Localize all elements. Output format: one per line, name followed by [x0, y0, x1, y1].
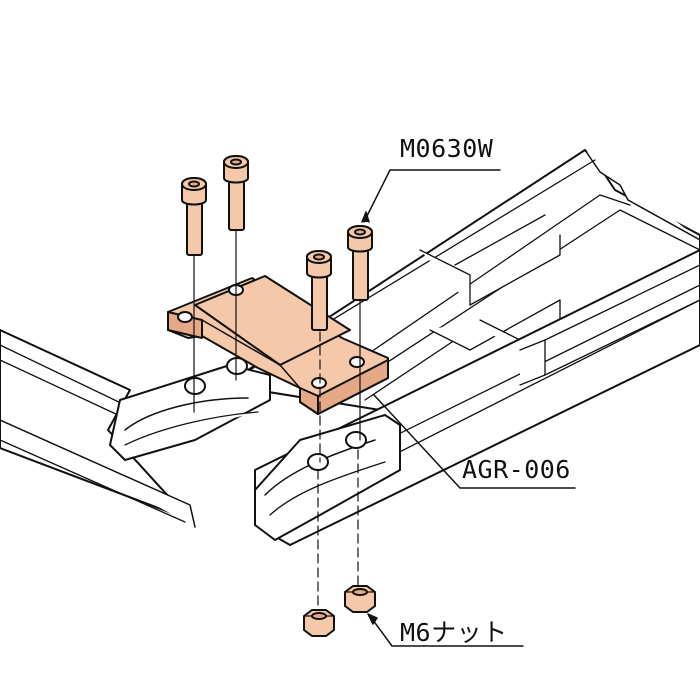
callout-bolt-label: M0630W [400, 134, 494, 163]
bracket-hole-4 [349, 356, 365, 368]
cap-screw-3 [306, 250, 332, 331]
left-rail [0, 329, 196, 528]
cap-hole-3 [307, 453, 329, 471]
leader-lines [361, 169, 576, 647]
nut-2 [344, 585, 376, 613]
bracket-agr-006 [167, 275, 389, 415]
cap-hole-1 [184, 377, 206, 395]
bracket-hole-3 [311, 377, 327, 389]
cap-hole-2 [226, 357, 248, 375]
right-cap [254, 414, 401, 541]
cap-screw-4 [347, 225, 373, 301]
leader-bracket [373, 394, 576, 489]
cap-screw-1 [181, 177, 207, 256]
callout-bracket-label: AGR-006 [462, 455, 571, 484]
cap-hole-4 [345, 431, 367, 449]
nut-1 [303, 609, 335, 637]
cap-screw-2 [223, 155, 249, 231]
leader-nut [369, 615, 524, 647]
bracket-hole-1 [177, 311, 193, 323]
leader-bolt [363, 169, 501, 223]
leader-bolt-arrow [361, 211, 370, 223]
callout-nut-label: M6ナット [400, 618, 508, 647]
leader-nut-arrow [367, 613, 378, 625]
left-cap [109, 357, 271, 461]
